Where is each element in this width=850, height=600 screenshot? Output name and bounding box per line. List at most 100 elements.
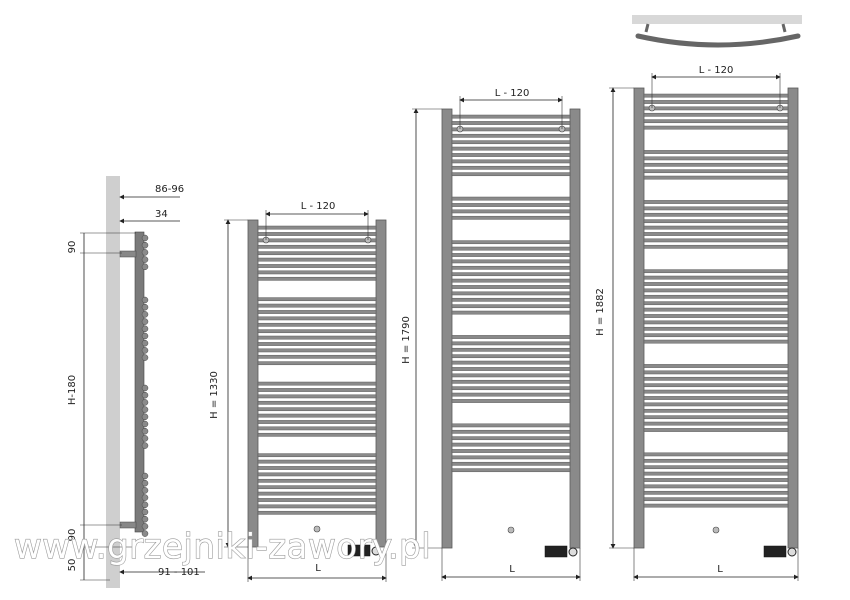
horizontal-bar	[643, 238, 789, 243]
horizontal-bar	[643, 314, 789, 318]
horizontal-bar	[257, 316, 377, 321]
horizontal-bar	[257, 381, 377, 386]
horizontal-bar	[257, 510, 377, 515]
horizontal-bar	[643, 326, 789, 331]
horizontal-bar	[451, 215, 571, 220]
horizontal-bar	[451, 392, 571, 397]
horizontal-bar	[451, 246, 571, 251]
horizontal-bar	[451, 209, 571, 214]
horizontal-bar	[257, 335, 377, 340]
horizontal-bar	[643, 415, 789, 420]
horizontal-bar	[643, 383, 789, 388]
side-bar-end	[141, 523, 149, 530]
horizontal-bar	[257, 394, 377, 399]
side-bar-end	[141, 435, 149, 442]
horizontal-bar	[257, 466, 377, 470]
horizontal-bar	[451, 265, 571, 270]
horizontal-bar	[257, 485, 377, 490]
side-height-label: H-180	[67, 375, 78, 405]
horizontal-bar	[451, 159, 571, 164]
side-bar-end	[141, 479, 149, 487]
horizontal-bar	[643, 465, 789, 470]
radiator-1790-width-label: L	[509, 564, 515, 575]
horizontal-bar	[451, 379, 571, 384]
horizontal-bar	[257, 244, 377, 249]
side-bar-end	[141, 515, 149, 523]
top-view-curve	[635, 33, 801, 48]
horizontal-bar	[451, 285, 571, 289]
horizontal-bar	[643, 119, 789, 124]
radiator-1882-spacing-label: L - 120	[699, 65, 734, 76]
side-bar-end	[141, 384, 149, 392]
horizontal-bar	[257, 270, 377, 275]
horizontal-bar	[643, 232, 789, 236]
horizontal-bar	[643, 175, 789, 180]
horizontal-bar	[643, 402, 789, 407]
horizontal-bar	[451, 429, 571, 434]
horizontal-bar	[451, 423, 571, 428]
horizontal-bar	[643, 275, 789, 280]
right-tube	[569, 108, 581, 549]
radiator-1330-height-label: H = 1330	[209, 371, 220, 419]
horizontal-bar	[257, 354, 377, 359]
horizontal-bar	[643, 458, 789, 463]
horizontal-bar	[451, 272, 571, 277]
right-tube	[375, 219, 387, 548]
horizontal-bar	[257, 297, 377, 302]
horizontal-bar	[643, 150, 789, 154]
side-bar-end	[141, 487, 149, 494]
right-tube	[787, 87, 799, 549]
side-bar-end	[141, 339, 149, 347]
horizontal-bar	[643, 244, 789, 249]
horizontal-bar	[257, 257, 377, 262]
horizontal-bar	[451, 278, 571, 283]
radiator-1330-width-label: L	[315, 563, 321, 574]
horizontal-bar	[643, 100, 789, 104]
horizontal-bar	[451, 436, 571, 441]
horizontal-bar	[643, 219, 789, 224]
horizontal-bar	[451, 304, 571, 309]
side-bar-end	[141, 472, 149, 480]
side-view: 86-96 34 90 H-180 90 50 91 - 101	[67, 176, 205, 588]
side-bar-end	[141, 249, 149, 256]
side-bar-end	[141, 442, 149, 449]
radiator-1790-spacing-label: L - 120	[495, 88, 530, 99]
horizontal-bar	[451, 196, 571, 201]
horizontal-bar	[257, 432, 377, 437]
horizontal-bar	[257, 400, 377, 405]
horizontal-bar	[257, 426, 377, 431]
horizontal-bar	[257, 491, 377, 496]
horizontal-bar	[643, 503, 789, 508]
radiator-1882-height-label: H = 1882	[595, 288, 606, 336]
horizontal-bar	[257, 264, 377, 268]
horizontal-bar	[643, 478, 789, 482]
left-tube	[441, 108, 453, 549]
horizontal-bar	[451, 367, 571, 371]
radiator-1882	[609, 73, 799, 581]
horizontal-bar	[451, 153, 571, 157]
horizontal-bar	[643, 156, 789, 161]
horizontal-bar	[257, 407, 377, 412]
horizontal-bar	[257, 498, 377, 502]
horizontal-bar	[451, 259, 571, 264]
horizontal-bar	[451, 121, 571, 125]
top-offset-label: 90	[67, 241, 78, 254]
horizontal-bar	[643, 225, 789, 230]
horizontal-bar	[451, 310, 571, 315]
horizontal-bar	[257, 413, 377, 418]
horizontal-bar	[451, 399, 571, 403]
horizontal-bar	[643, 490, 789, 495]
connector-valve	[787, 547, 797, 557]
horizontal-bar	[451, 291, 571, 296]
side-bar-end	[141, 501, 149, 509]
horizontal-bar	[643, 339, 789, 344]
horizontal-bar	[451, 172, 571, 177]
horizontal-bar	[257, 232, 377, 236]
horizontal-bar	[643, 364, 789, 368]
horizontal-bar	[451, 335, 571, 339]
side-bar-end	[141, 399, 149, 406]
side-bars	[141, 234, 149, 537]
horizontal-bar	[643, 294, 789, 299]
